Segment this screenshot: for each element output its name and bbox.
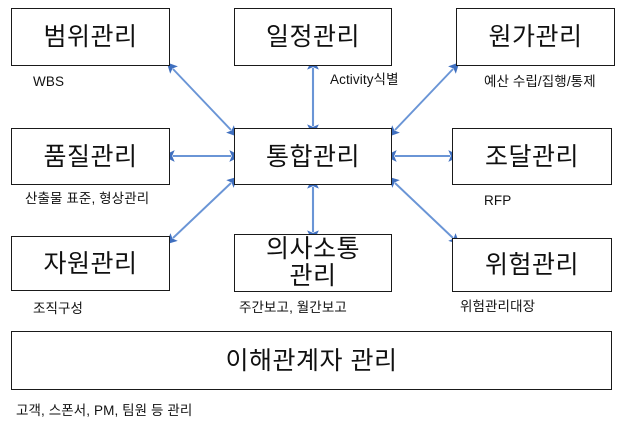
node-scope-label: 범위관리 — [43, 23, 138, 51]
node-communication-label-line2: 관리 — [289, 262, 337, 290]
connector-integration-cost — [388, 62, 460, 137]
caption-procurement: RFP — [484, 193, 512, 208]
node-stakeholder-label: 이해관계자 관리 — [225, 346, 398, 375]
node-procurement[interactable]: 조달관리 — [452, 128, 612, 185]
node-schedule-label: 일정관리 — [265, 23, 360, 51]
node-resource-label: 자원관리 — [43, 249, 138, 278]
node-quality[interactable]: 품질관리 — [11, 128, 170, 185]
node-risk[interactable]: 위험관리 — [452, 238, 612, 292]
node-communication[interactable]: 의사소통 관리 — [234, 234, 392, 292]
connector-integration-risk — [388, 176, 460, 245]
node-integration[interactable]: 통합관리 — [234, 128, 392, 185]
node-resource[interactable]: 자원관리 — [11, 236, 170, 291]
connector-integration-scope — [166, 62, 238, 137]
caption-resource: 조직구성 — [33, 301, 84, 316]
caption-quality: 산출물 표준, 형상관리 — [25, 191, 150, 206]
caption-risk: 위험관리대장 — [460, 299, 536, 314]
caption-communication: 주간보고, 월간보고 — [239, 300, 347, 315]
caption-stakeholder: 고객, 스폰서, PM, 팀원 등 관리 — [16, 403, 193, 418]
node-risk-label: 위험관리 — [484, 251, 579, 279]
caption-schedule: Activity식별 — [330, 72, 399, 87]
connector-integration-resource — [166, 176, 238, 245]
node-procurement-label: 조달관리 — [484, 142, 579, 171]
node-integration-label: 통합관리 — [265, 142, 360, 171]
caption-cost: 예산 수립/집행/통제 — [484, 74, 596, 89]
node-quality-label: 품질관리 — [43, 142, 138, 171]
node-scope[interactable]: 범위관리 — [11, 8, 170, 66]
caption-scope: WBS — [33, 74, 65, 89]
node-cost[interactable]: 원가관리 — [456, 8, 615, 66]
node-schedule[interactable]: 일정관리 — [234, 8, 392, 66]
node-communication-label-line1: 의사소통 — [265, 235, 360, 263]
node-stakeholder[interactable]: 이해관계자 관리 — [11, 331, 612, 390]
node-cost-label: 원가관리 — [488, 23, 583, 51]
